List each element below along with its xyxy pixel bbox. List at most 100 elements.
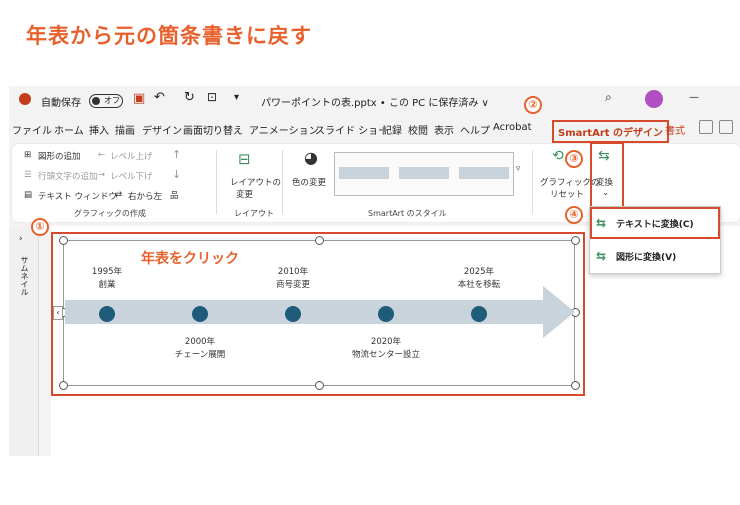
resize-handle[interactable] (59, 381, 68, 390)
tab-transitions[interactable]: 画面切り替え (183, 126, 243, 137)
thumbnail-label: サムネイル (20, 256, 29, 296)
style-option[interactable] (339, 167, 389, 179)
layout-change-button-line2[interactable]: 変更 (236, 190, 254, 200)
separator (532, 150, 533, 214)
separator (282, 150, 283, 214)
add-shape-button[interactable]: 図形の追加 (38, 152, 81, 162)
style-gallery[interactable] (334, 152, 514, 196)
timeline-dot (471, 306, 487, 322)
file-name[interactable]: パワーポイントの表.pptx • この PC に保存済み ∨ (261, 98, 489, 109)
reset-graphic-button[interactable]: グラフィックの (540, 178, 600, 188)
timeline-text: 創業 (98, 280, 116, 290)
customize-icon[interactable]: ▾ (234, 92, 240, 103)
timeline-text: 本社を移転 (457, 280, 501, 290)
reset-graphic-button-line2[interactable]: リセット (550, 190, 585, 200)
convert-to-text-item[interactable]: ⇆ テキストに変換(C) (596, 216, 694, 230)
tab-record[interactable]: 記録 (382, 126, 402, 137)
color-change-button[interactable]: 色の変更 (292, 178, 327, 188)
resize-handle[interactable] (59, 236, 68, 245)
group-layout: レイアウト (234, 209, 274, 218)
convert-icon: ⇆ (598, 148, 610, 164)
autosave-label: 自動保存 (41, 98, 81, 109)
smartart-highlight (51, 232, 585, 396)
timeline-label-2025: 2025年 本社を移転 (439, 266, 519, 292)
tab-insert[interactable]: 挿入 (89, 126, 109, 137)
level-up-button[interactable]: レベル上げ (110, 152, 153, 162)
gallery-more-icon[interactable]: ▿ (516, 164, 521, 174)
convert-shape-icon: ⇆ (596, 249, 607, 263)
tab-file[interactable]: ファイル (12, 126, 52, 137)
timeline-label-2020: 2020年 物流センター設立 (346, 336, 426, 362)
resize-handle[interactable] (315, 236, 324, 245)
convert-to-shape-item[interactable]: ⇆ 図形に変換(V) (596, 249, 676, 263)
powerpoint-window: 自動保存 オフ ▣ ↶ ↻ ⊡ ▾ パワーポイントの表.pptx • この PC… (9, 86, 740, 456)
tab-view[interactable]: 表示 (434, 126, 454, 137)
timeline-arrow (65, 286, 575, 338)
timeline-dot (378, 306, 394, 322)
presenter-icon[interactable]: ⊡ (207, 90, 218, 104)
add-bullet-button[interactable]: 行頭文字の追加 (38, 172, 98, 182)
move-up-icon[interactable]: ↑ (172, 148, 182, 161)
avatar[interactable] (645, 90, 663, 108)
resize-handle[interactable] (315, 381, 324, 390)
style-option[interactable] (459, 167, 509, 179)
step-1-badge: ① (31, 218, 49, 236)
tab-slideshow[interactable]: スライド ショー (315, 126, 389, 137)
resize-handle[interactable] (571, 236, 580, 245)
timeline-dot (99, 306, 115, 322)
rtl-icon: ⇄ (115, 190, 123, 200)
style-option[interactable] (399, 167, 449, 179)
convert-to-text-label: テキストに変換(C) (616, 219, 694, 230)
timeline-dot (192, 306, 208, 322)
tab-help[interactable]: ヘルプ (460, 126, 490, 137)
search-icon[interactable]: ⌕ (605, 90, 612, 104)
to-text-highlight (590, 207, 720, 239)
level-down-button[interactable]: レベル下げ (110, 172, 153, 182)
tab-review[interactable]: 校閲 (408, 126, 428, 137)
reset-graphic-icon: ⟲ (552, 148, 564, 164)
tab-animations[interactable]: アニメーション (249, 126, 319, 137)
timeline-year: 2010年 (277, 267, 309, 277)
timeline-text: 物流センター設立 (351, 350, 420, 360)
page-heading: 年表から元の箇条書きに戻す (26, 24, 312, 48)
thumbnail-pane[interactable]: › サムネイル (9, 226, 39, 456)
resize-handle[interactable] (571, 381, 580, 390)
menu-bar: ファイル ホーム 挿入 描画 デザイン 画面切り替え アニメーション スライド … (9, 116, 740, 143)
timeline-year: 2020年 (370, 337, 402, 347)
right-to-left-button[interactable]: 右から左 (128, 192, 163, 202)
move-down-icon[interactable]: ↓ (172, 168, 182, 181)
tab-home[interactable]: ホーム (54, 126, 84, 137)
tab-acrobat[interactable]: Acrobat (493, 122, 532, 133)
tab-draw[interactable]: 描画 (115, 126, 135, 137)
bullet-icon: ☰ (24, 170, 32, 180)
redo-icon[interactable]: ↻ (184, 90, 195, 105)
tab-format[interactable]: 書式 (665, 126, 685, 137)
save-icon[interactable]: ▣ (133, 91, 146, 106)
text-window-button[interactable]: テキスト ウィンドウ (38, 192, 117, 202)
separator (216, 150, 217, 214)
autosave-toggle[interactable]: オフ (89, 94, 123, 108)
timeline-dot (285, 306, 301, 322)
layout-change-button[interactable]: レイアウトの (230, 178, 282, 188)
layout-icon: ⊟ (238, 150, 251, 168)
level-down-icon: → (98, 170, 106, 180)
text-pane-toggle-icon[interactable]: ‹ (53, 306, 63, 320)
convert-button[interactable]: 変換 (596, 178, 614, 188)
ribbon: ⊞ 図形の追加 ← レベル上げ ↑ ☰ 行頭文字の追加 → レベル下げ ↓ ▤ … (12, 142, 740, 222)
convert-text-icon: ⇆ (596, 216, 607, 230)
group-smartart-style: SmartArt のスタイル (368, 209, 447, 218)
level-up-icon: ← (98, 150, 106, 160)
share-icon[interactable] (719, 120, 733, 134)
layout-org-icon[interactable]: 品 (170, 191, 179, 201)
minimize-icon[interactable]: — (689, 92, 699, 103)
title-bar: 自動保存 オフ ▣ ↶ ↻ ⊡ ▾ パワーポイントの表.pptx • この PC… (9, 86, 740, 116)
timeline-text: チェーン展開 (174, 350, 226, 360)
tab-design[interactable]: デザイン (142, 126, 182, 137)
expand-icon[interactable]: › (19, 234, 23, 244)
timeline-label-2010: 2010年 商号変更 (253, 266, 333, 292)
step-2-badge: ② (524, 96, 542, 114)
timeline-text: 商号変更 (275, 280, 310, 290)
tab-smartart-design[interactable]: SmartArt のデザイン (552, 120, 670, 143)
undo-icon[interactable]: ↶ (154, 90, 165, 105)
record-icon[interactable] (699, 120, 713, 134)
